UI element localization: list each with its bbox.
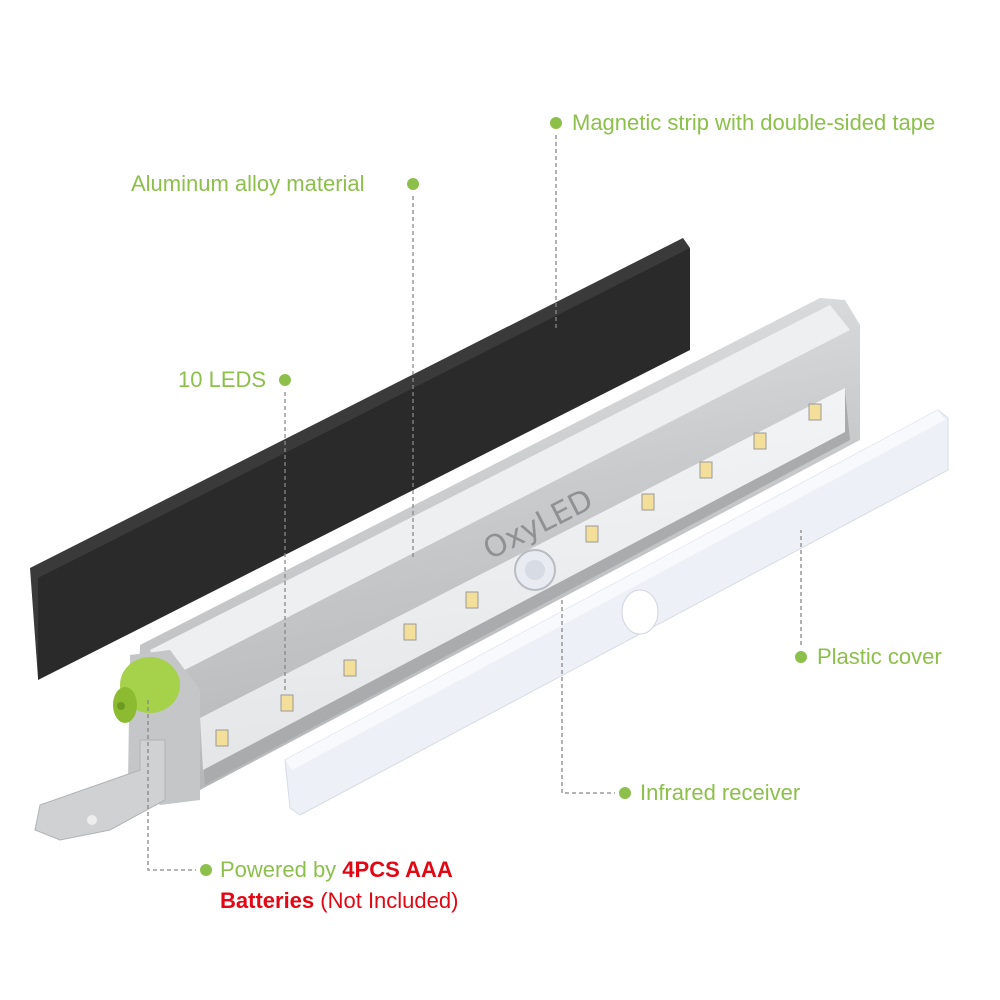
led — [641, 493, 655, 511]
plastic-cover — [284, 409, 949, 816]
led — [215, 729, 229, 747]
led — [808, 403, 822, 421]
magnetic-strip — [30, 238, 690, 680]
led — [280, 694, 294, 712]
power-bold1: 4PCS AAA — [342, 857, 453, 882]
mount-clip — [34, 739, 166, 841]
label-leds: 10 LEDS — [178, 367, 267, 392]
callout-lines — [147, 135, 802, 871]
led — [403, 623, 417, 641]
led — [465, 591, 479, 609]
led-group — [215, 403, 822, 747]
label-infrared: Infrared receiver — [640, 780, 801, 805]
label-aluminum: Aluminum alloy material — [131, 171, 365, 196]
power-prefix: Powered by — [220, 857, 343, 882]
label-plastic-cover: Plastic cover — [817, 644, 942, 669]
led — [699, 461, 713, 479]
aluminum-bar: OxyLED — [34, 298, 860, 841]
power-suffix: (Not Included) — [314, 888, 459, 913]
led — [343, 659, 357, 677]
led — [753, 432, 767, 450]
label-power-line2: Batteries (Not Included) — [220, 888, 458, 914]
led — [585, 525, 599, 543]
label-magnetic-strip: Magnetic strip with double-sided tape — [572, 110, 936, 135]
power-bold2: Batteries — [220, 888, 315, 913]
label-power: Powered by 4PCS AAA — [220, 857, 453, 883]
callout-dots — [198, 115, 809, 878]
